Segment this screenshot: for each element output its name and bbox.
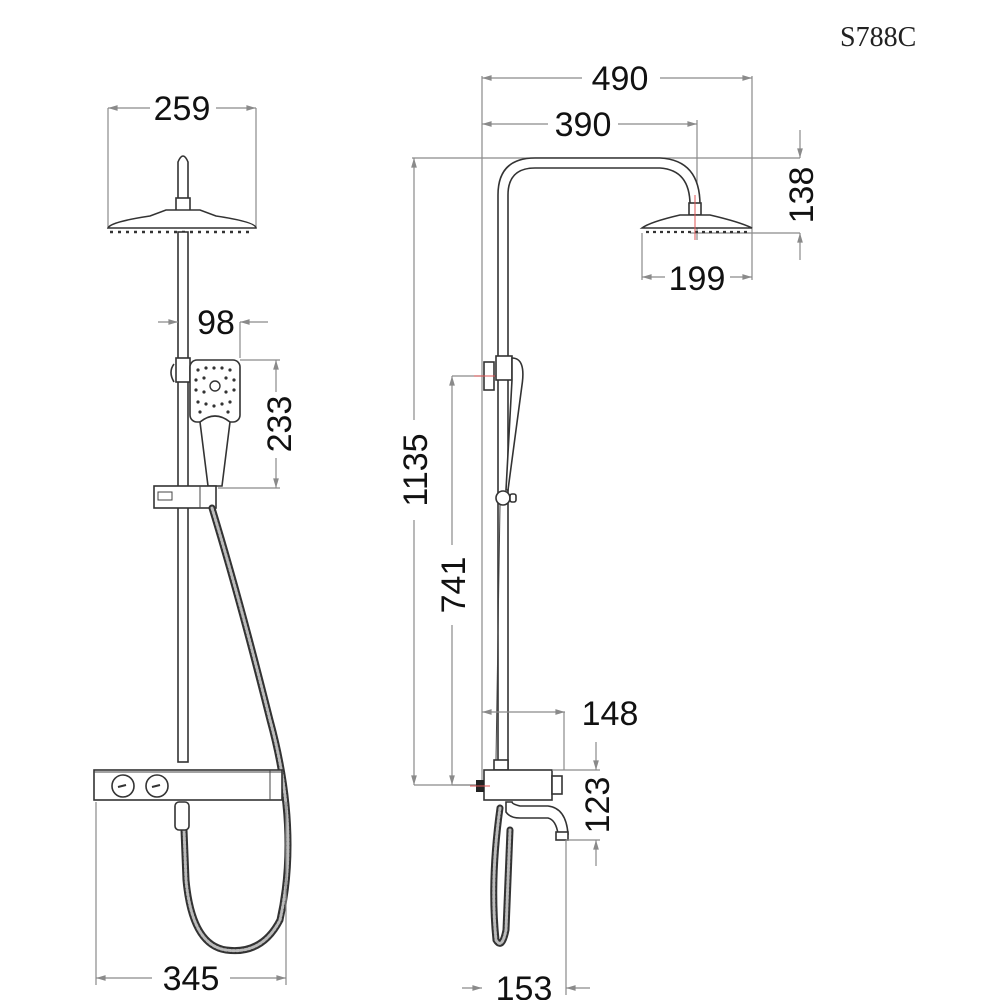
label-head-width-side: 199 (669, 260, 726, 298)
label-total-height: 1135 (397, 433, 435, 506)
dim-head-height (412, 130, 803, 260)
hand-shower-side (474, 355, 524, 761)
dim-total-reach (481, 75, 753, 790)
label-mixer-width: 345 (163, 960, 220, 998)
dim-hand-shower-height (218, 359, 280, 489)
dim-head-width-side (641, 233, 752, 280)
front-view (93, 105, 292, 985)
shower-hose-side (490, 804, 514, 947)
side-view (411, 75, 803, 995)
label-hand-shower-height: 233 (261, 396, 299, 453)
label-bracket-height: 741 (435, 557, 473, 614)
label-total-reach: 490 (592, 60, 649, 98)
mixer-side (470, 759, 569, 841)
label-hand-shower-width: 98 (197, 304, 235, 342)
label-arm-reach: 390 (555, 106, 612, 144)
hand-shower (170, 357, 241, 487)
label-spout-reach: 153 (496, 970, 553, 1000)
dim-hand-shower-width (158, 319, 268, 358)
slide-bracket (153, 485, 217, 509)
shower-arm (497, 157, 753, 771)
dim-head-width (107, 105, 257, 228)
dim-spout-reach (462, 840, 590, 995)
label-spout-drop: 123 (579, 777, 617, 834)
label-head-height: 138 (783, 167, 821, 224)
thermostatic-mixer (93, 769, 283, 831)
dim-mixer-width (95, 802, 287, 985)
shower-hose (180, 504, 292, 955)
rain-shower-head (106, 155, 257, 234)
model-number: S788C (840, 22, 916, 53)
dim-spout-drop (552, 742, 600, 866)
label-head-width: 259 (154, 90, 211, 128)
dim-mixer-depth (482, 709, 565, 770)
label-mixer-depth: 148 (582, 695, 639, 733)
